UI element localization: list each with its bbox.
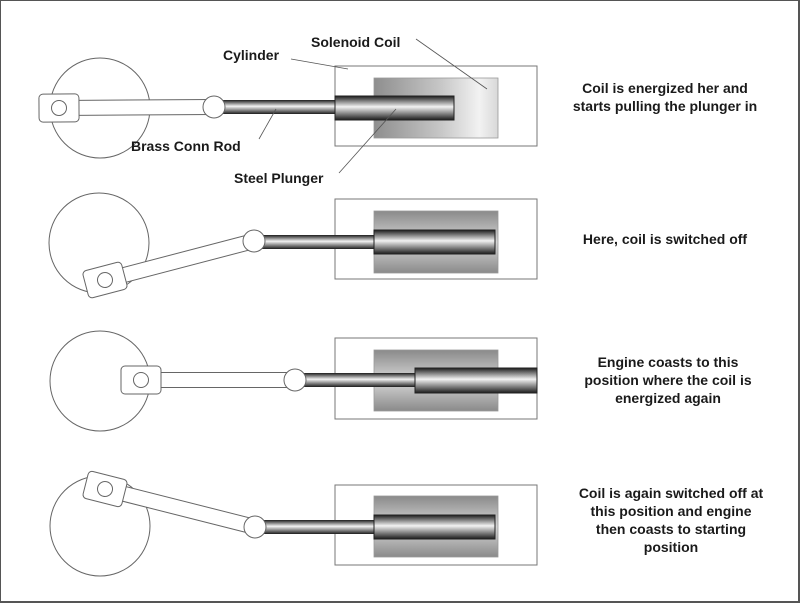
wrist-pin	[243, 515, 267, 539]
stage-2-caption: Here, coil is switched off	[583, 231, 747, 247]
label-brass-conn-rod: Brass Conn Rod	[131, 138, 241, 154]
label-steel-plunger: Steel Plunger	[234, 170, 324, 186]
steel-plunger	[334, 95, 455, 121]
steel-rod	[214, 100, 335, 114]
plunger-leader-line	[338, 108, 397, 174]
crank-pin	[51, 100, 67, 116]
caption-line: then coasts to starting	[596, 521, 746, 537]
conn-rod-leader-line	[258, 108, 277, 140]
wrist-pin	[202, 95, 226, 119]
stage-3-caption: Engine coasts to this position where the…	[584, 354, 751, 406]
mechanism-stage-1	[38, 57, 538, 159]
brass-conn-rod	[82, 233, 257, 299]
caption-line: Coil is again switched off at	[579, 485, 764, 501]
steel-rod	[255, 520, 374, 534]
steel-plunger	[373, 229, 496, 255]
crank-pin	[133, 372, 149, 388]
caption-line: Coil is energized her and	[582, 80, 748, 96]
caption-line: Here, coil is switched off	[583, 231, 747, 247]
crank-pin	[97, 272, 113, 288]
part-labels: Cylinder Solenoid Coil Brass Conn Rod St…	[131, 34, 488, 186]
mechanism-stage-4	[49, 470, 538, 577]
brass-conn-rod	[120, 365, 296, 395]
steel-plunger	[414, 367, 538, 394]
stage-4-caption: Coil is again switched off at this posit…	[579, 485, 764, 555]
brass-conn-rod	[38, 93, 215, 123]
wrist-pin	[242, 229, 266, 253]
steel-plunger	[373, 514, 496, 540]
caption-line: Engine coasts to this	[598, 354, 739, 370]
caption-line: position	[644, 539, 698, 555]
mechanism-stage-2	[48, 192, 538, 299]
conn-rod-body	[140, 372, 296, 388]
solenoid-coil-leader-line	[415, 38, 488, 90]
caption-line: position where the coil is	[584, 372, 751, 388]
mechanism-stage-3	[49, 330, 538, 432]
steel-rod	[295, 373, 415, 387]
steel-rod	[254, 235, 374, 249]
conn-rod-body	[58, 98, 215, 117]
label-solenoid-coil: Solenoid Coil	[311, 34, 400, 50]
caption-line: starts pulling the plunger in	[573, 98, 757, 114]
stage-1-caption: Coil is energized her and starts pulling…	[573, 80, 757, 114]
wrist-pin	[283, 368, 307, 392]
label-cylinder: Cylinder	[223, 47, 280, 63]
crank-pin	[97, 481, 113, 497]
cylinder-leader-line	[290, 58, 349, 70]
caption-line: this position and engine	[591, 503, 752, 519]
caption-line: energized again	[615, 390, 721, 406]
